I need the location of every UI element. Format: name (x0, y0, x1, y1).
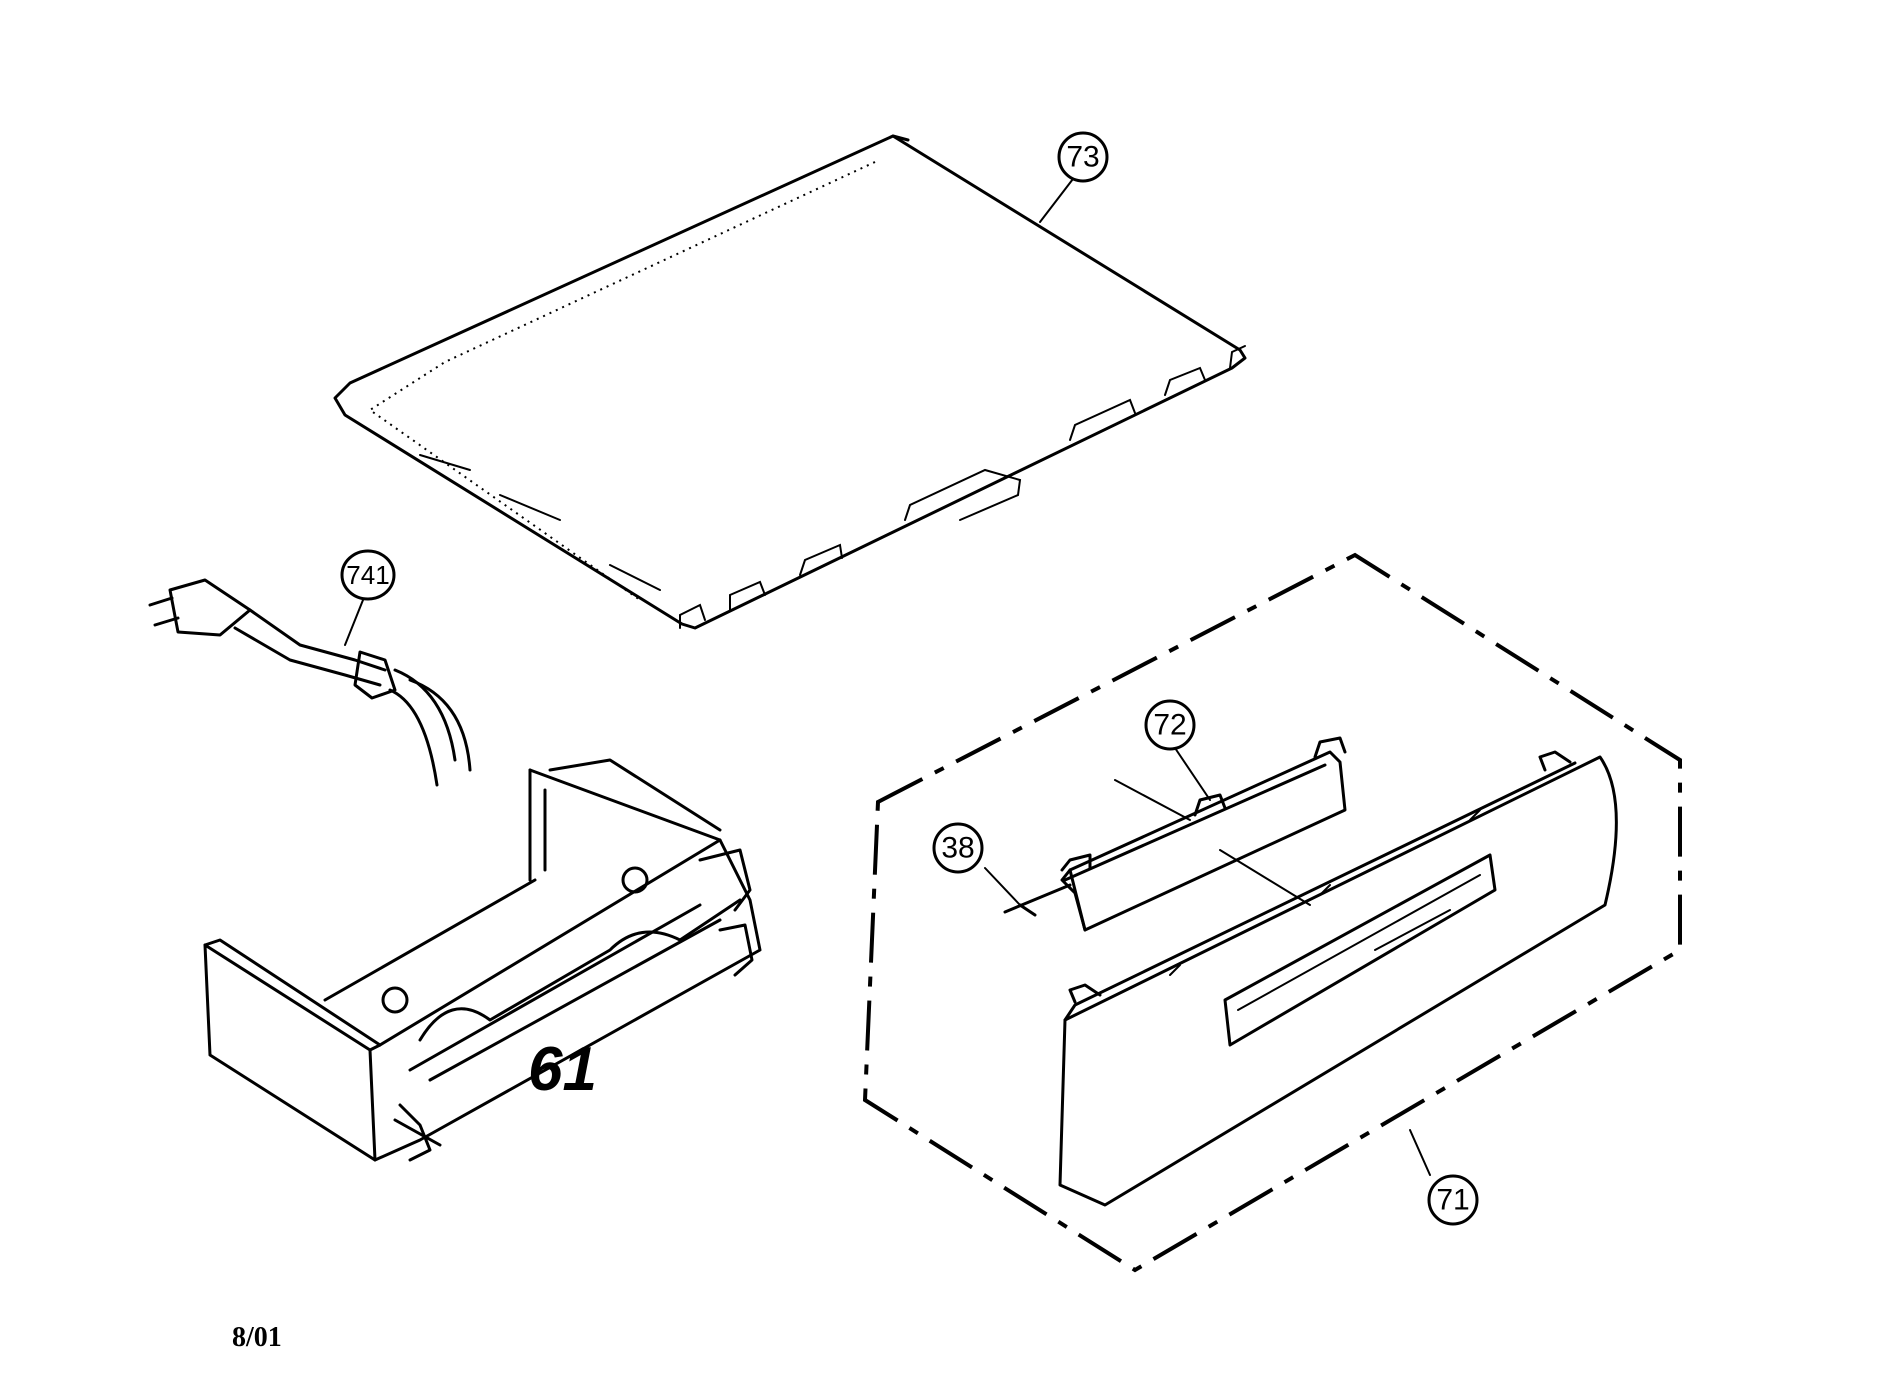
leader-741 (344, 594, 366, 646)
control-panel-assembly (862, 552, 1682, 1273)
revision-date: 8/01 (232, 1322, 282, 1353)
svg-text:38: 38 (941, 832, 974, 865)
callout-71: 71 (1427, 1174, 1479, 1226)
callout-38: 38 (932, 822, 984, 874)
leader-73 (1039, 174, 1077, 223)
top-cover-panel (333, 134, 1247, 630)
callout-741: 741 (340, 549, 396, 601)
power-cord (148, 578, 472, 787)
leader-72 (1174, 747, 1211, 801)
svg-text:71: 71 (1436, 1184, 1469, 1217)
svg-text:72: 72 (1153, 709, 1186, 742)
leader-71 (1409, 1129, 1431, 1176)
svg-text:741: 741 (346, 560, 389, 590)
control-housing-assembly (203, 758, 762, 1162)
leader-38 (984, 867, 1021, 906)
callout-73: 73 (1057, 131, 1109, 183)
callout-72: 72 (1144, 699, 1196, 751)
svg-text:73: 73 (1066, 141, 1099, 174)
part-label-61: 61 (528, 1035, 597, 1104)
